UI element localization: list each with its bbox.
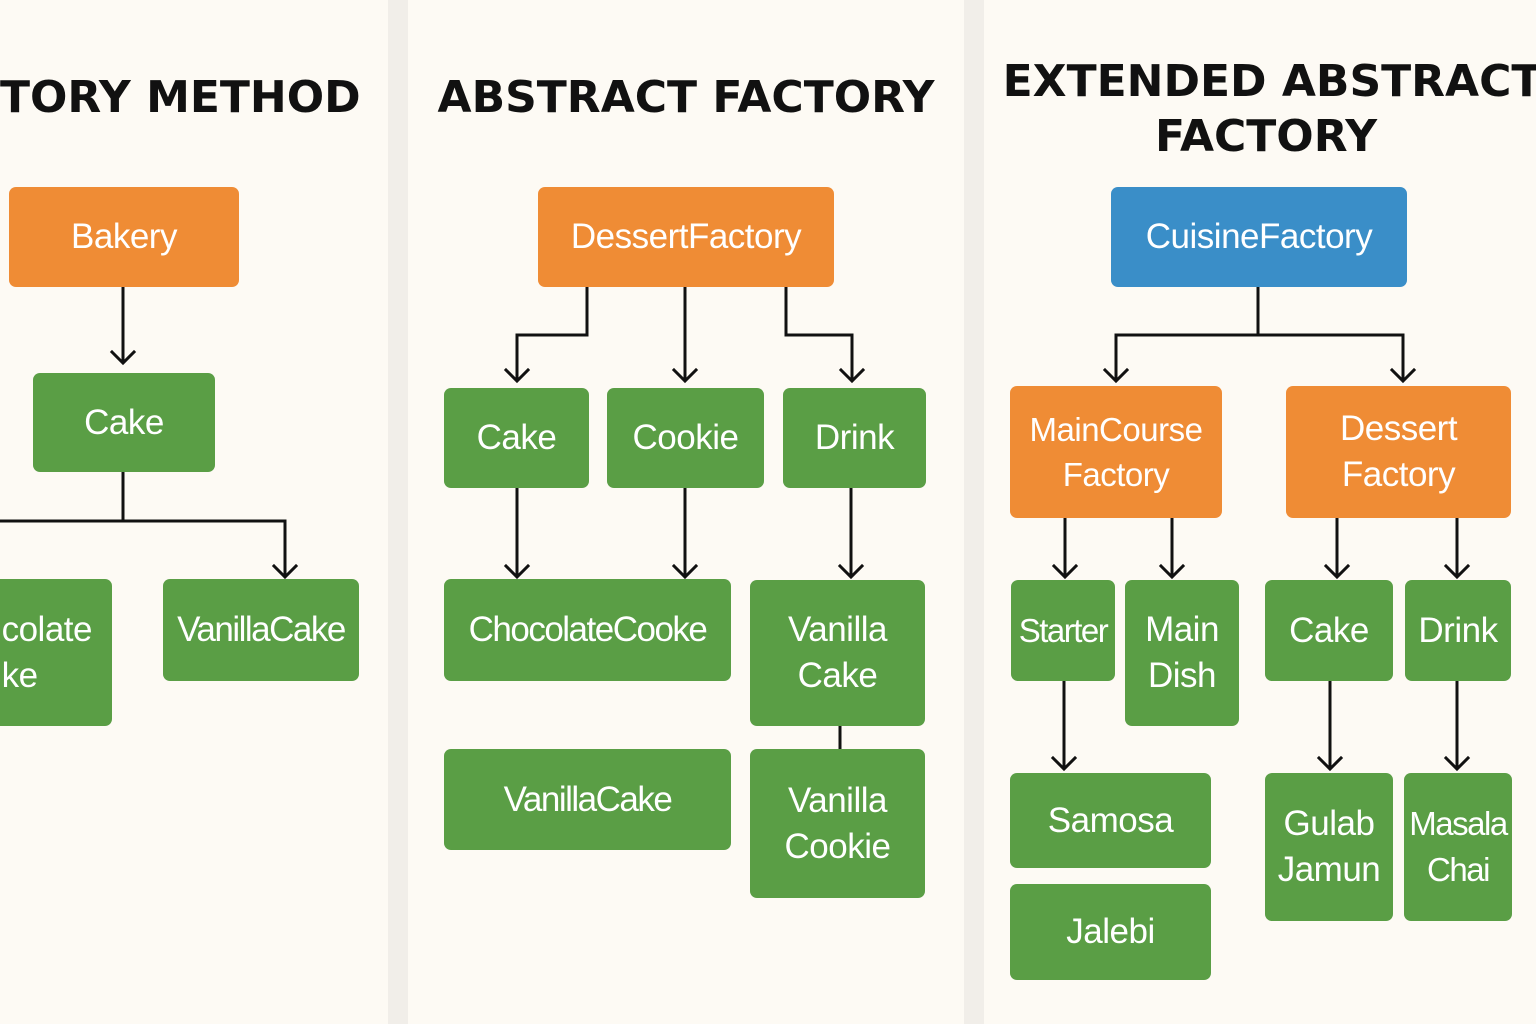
factory-method-panel: [0, 0, 388, 1024]
jalebi-node[interactable]: Jalebi: [1010, 884, 1211, 980]
vanilla-cookie-node[interactable]: Vanilla Cookie: [750, 749, 925, 898]
starter-node[interactable]: Starter: [1011, 580, 1115, 681]
chocolate-cake-node[interactable]: colate ke: [0, 579, 112, 726]
eaf-drink-node[interactable]: Drink: [1405, 580, 1511, 681]
eaf-cake-node[interactable]: Cake: [1265, 580, 1393, 681]
samosa-node[interactable]: Samosa: [1010, 773, 1211, 868]
chocolate-cake-label: colate ke: [1, 609, 93, 695]
main-dish-node[interactable]: Main Dish: [1125, 580, 1239, 726]
dessert-factory-node[interactable]: Dessert Factory: [1286, 386, 1511, 518]
extended-abstract-factory-title-line2: FACTORY: [1154, 111, 1378, 162]
af-vanillacake-node[interactable]: VanillaCake: [444, 749, 731, 850]
extended-abstract-factory-title-line1: EXTENDED ABSTRACT: [1002, 56, 1536, 107]
cake-node[interactable]: Cake: [33, 373, 215, 472]
af-cake-node[interactable]: Cake: [444, 388, 589, 488]
dessertfactory-node[interactable]: DessertFactory: [538, 187, 834, 287]
maincourse-factory-node[interactable]: MainCourse Factory: [1010, 386, 1222, 518]
abstract-factory-title: ABSTRACT FACTORY: [437, 72, 935, 123]
af-drink-node[interactable]: Drink: [783, 388, 926, 488]
masala-chai-node[interactable]: Masala Chai: [1404, 773, 1512, 921]
cuisinefactory-node[interactable]: CuisineFactory: [1111, 187, 1407, 287]
gulab-jamun-node[interactable]: Gulab Jamun: [1265, 773, 1393, 921]
factory-method-title: TORY METHOD: [0, 72, 361, 123]
bakery-node[interactable]: Bakery: [9, 187, 239, 287]
chocolatecooke-node[interactable]: ChocolateCooke: [444, 579, 731, 681]
af-cookie-node[interactable]: Cookie: [607, 388, 764, 488]
vanilla-cake-split-node[interactable]: Vanilla Cake: [750, 580, 925, 726]
vanillacake-node[interactable]: VanillaCake: [163, 579, 359, 681]
